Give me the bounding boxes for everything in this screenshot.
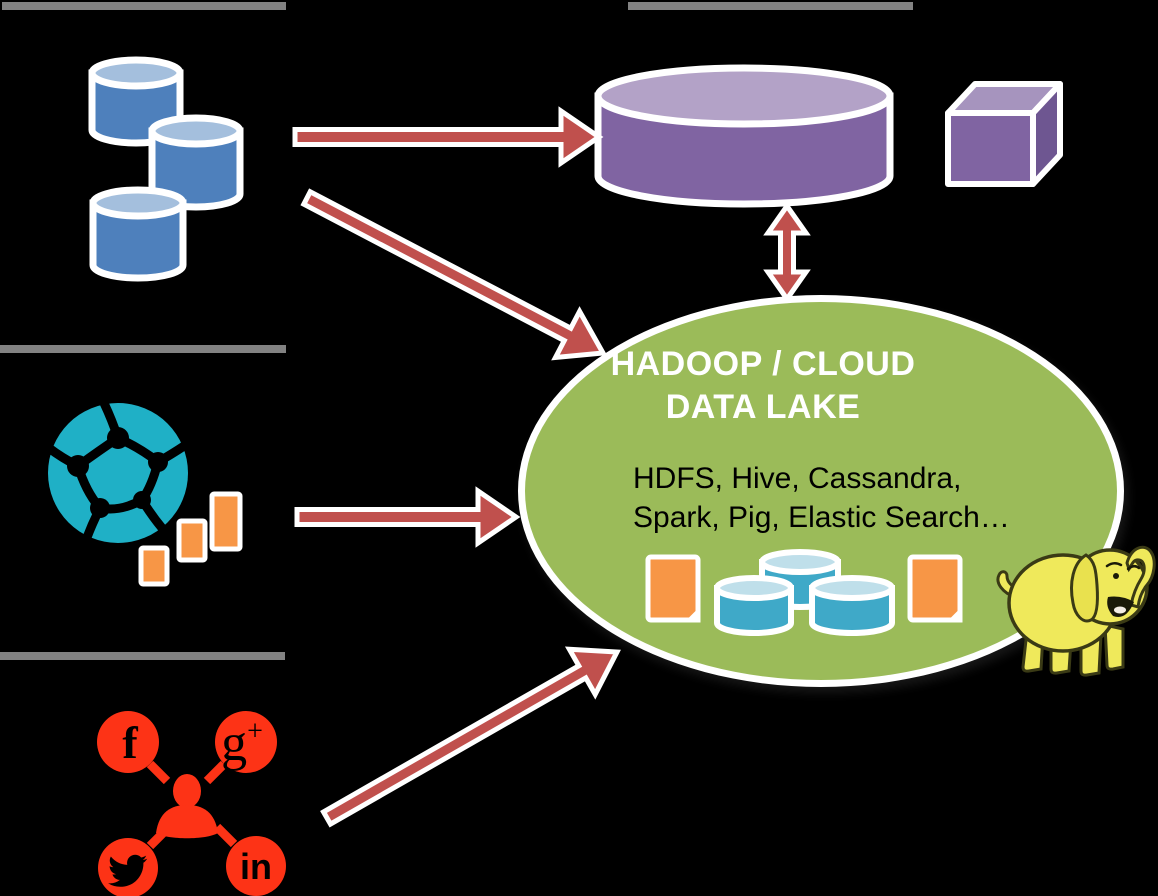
facebook-label: f bbox=[122, 717, 138, 768]
arrow-diagonal-down-icon bbox=[300, 188, 608, 361]
person-icon bbox=[156, 774, 218, 839]
cylinder-shape bbox=[148, 114, 244, 148]
twitter-icon bbox=[98, 838, 158, 896]
divider-top-left bbox=[2, 2, 286, 10]
cylinder-shape bbox=[148, 127, 244, 211]
cylinder-shape bbox=[594, 92, 894, 208]
lake-title: HADOOP / CLOUD DATA LAKE bbox=[518, 343, 1008, 429]
network-globe-icon bbox=[46, 401, 188, 543]
arrow-diagonal-up-icon bbox=[320, 646, 621, 828]
divider-low-left bbox=[0, 652, 285, 660]
linkedin-icon: in bbox=[226, 836, 286, 896]
lake-tech-line2: Spark, Pig, Elastic Search… bbox=[633, 501, 1010, 534]
gplus-plus: + bbox=[247, 716, 263, 747]
google-plus-label: g+ bbox=[221, 715, 263, 772]
lake-tech-line1: HDFS, Hive, Cassandra, bbox=[633, 462, 962, 495]
lake-tech-list: HDFS, Hive, Cassandra, Spark, Pig, Elast… bbox=[633, 459, 1053, 537]
database-cylinders-icon bbox=[88, 56, 244, 282]
arrow-right-icon bbox=[292, 106, 604, 168]
arrow-double-vertical-icon bbox=[763, 201, 811, 304]
cylinder-shape bbox=[89, 199, 187, 282]
edw-cylinder-icon bbox=[594, 64, 894, 208]
web-documents-icon bbox=[138, 491, 243, 587]
gplus-g: g bbox=[221, 715, 247, 772]
facebook-icon: f bbox=[97, 711, 159, 773]
linkedin-label: in bbox=[240, 846, 272, 887]
lake-title-line2: DATA LAKE bbox=[665, 388, 861, 426]
divider-mid-left bbox=[0, 345, 286, 353]
divider-top-right bbox=[628, 2, 913, 10]
social-media-hub-icon: f g+ in bbox=[97, 711, 286, 896]
lake-title-line1: HADOOP / CLOUD bbox=[610, 345, 916, 383]
cylinder-shape bbox=[88, 56, 184, 90]
cylinder-shape bbox=[89, 186, 187, 220]
google-plus-icon: g+ bbox=[215, 711, 277, 773]
cylinder-shape bbox=[594, 64, 894, 128]
data-cube-icon bbox=[945, 81, 1063, 187]
arrow-right-icon bbox=[294, 486, 521, 548]
cylinder-shape bbox=[88, 69, 184, 147]
